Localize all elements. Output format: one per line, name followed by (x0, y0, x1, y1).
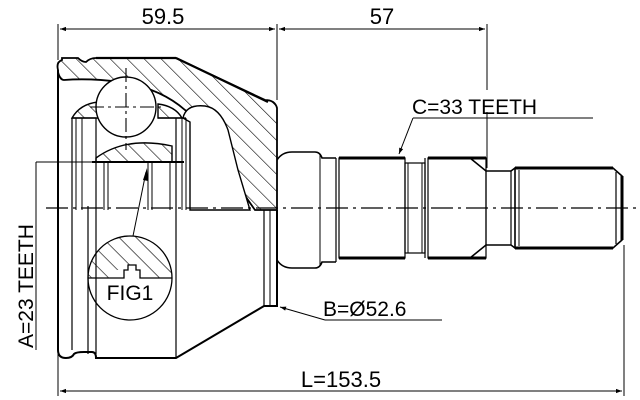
dimension-lines (57, 24, 625, 396)
callout-a-teeth: A=23 TEETH (15, 224, 38, 348)
dimension-57: 57 (370, 4, 394, 29)
dimension-overall-length: L=153.5 (301, 367, 381, 392)
housing-body (56, 56, 278, 360)
fig1-detail: FIG1 (87, 168, 173, 321)
callout-c-teeth: C=33 TEETH (412, 96, 537, 119)
stub-shaft (276, 151, 624, 269)
ball-crosshair (90, 68, 162, 150)
callout-b-diameter: B=Ø52.6 (323, 298, 406, 321)
leader-lines (35, 117, 593, 350)
fig1-label: FIG1 (107, 282, 154, 305)
dimension-59-5: 59.5 (142, 4, 185, 29)
